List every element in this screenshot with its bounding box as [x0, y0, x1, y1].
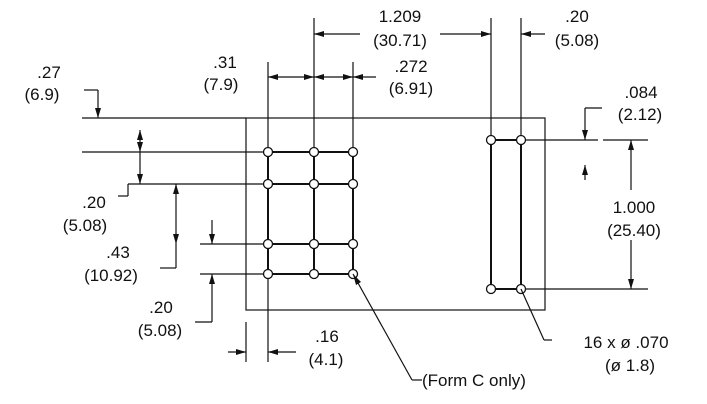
- dim-0084-inch: .084: [624, 83, 657, 102]
- dim-043-inch: .43: [106, 243, 130, 262]
- horizontal-extension-lines: [82, 117, 648, 290]
- dim-027-inch: .27: [37, 63, 61, 82]
- hole: [262, 238, 274, 250]
- holes-note-line2: (ø 1.8): [605, 356, 655, 375]
- holes-note-line1: 16 x ø .070: [583, 333, 668, 352]
- form-c-note: (Form C only): [422, 371, 526, 390]
- dim-1209-inch: 1.209: [379, 7, 422, 26]
- dim-0272-mm: (6.91): [389, 79, 433, 98]
- hole: [308, 146, 320, 158]
- dim-020-left-inch: .20: [82, 193, 106, 212]
- dim-020-top-mm: (5.08): [555, 31, 599, 50]
- hole: [485, 283, 497, 295]
- dim-020-left-mm: (5.08): [63, 216, 107, 235]
- hole: [347, 146, 359, 158]
- dim-016-mm: (4.1): [309, 350, 344, 369]
- dim-020-top-inch: .20: [565, 7, 589, 26]
- hole: [262, 268, 274, 280]
- dim-0272-inch: .272: [394, 57, 427, 76]
- hole: [485, 134, 497, 146]
- dim-1209-mm: (30.71): [373, 31, 427, 50]
- mounting-holes: [262, 134, 527, 295]
- hole: [308, 268, 320, 280]
- dim-020-bottom-inch: .20: [149, 298, 173, 317]
- dim-1000-mm: (25.40): [607, 221, 661, 240]
- hole: [308, 238, 320, 250]
- arrowheads: [95, 31, 634, 355]
- dim-031-mm: (7.9): [204, 75, 239, 94]
- dimension-labels: 1.209 (30.71) .20 (5.08) .31 (7.9) .272 …: [25, 7, 669, 390]
- relay-outline: [245, 117, 546, 311]
- hole: [262, 178, 274, 190]
- dim-020-bottom-mm: (5.08): [138, 321, 182, 340]
- dim-1000-inch: 1.000: [613, 198, 656, 217]
- hole: [347, 178, 359, 190]
- contact-traces: [267, 139, 522, 290]
- dim-027-mm: (6.9): [25, 85, 60, 104]
- hole: [347, 238, 359, 250]
- dim-031-inch: .31: [213, 53, 237, 72]
- hole: [308, 178, 320, 190]
- hole: [262, 146, 274, 158]
- dim-043-mm: (10.92): [84, 266, 138, 285]
- dim-016-inch: .16: [315, 327, 339, 346]
- hole: [515, 134, 527, 146]
- dim-0084-mm: (2.12): [618, 105, 662, 124]
